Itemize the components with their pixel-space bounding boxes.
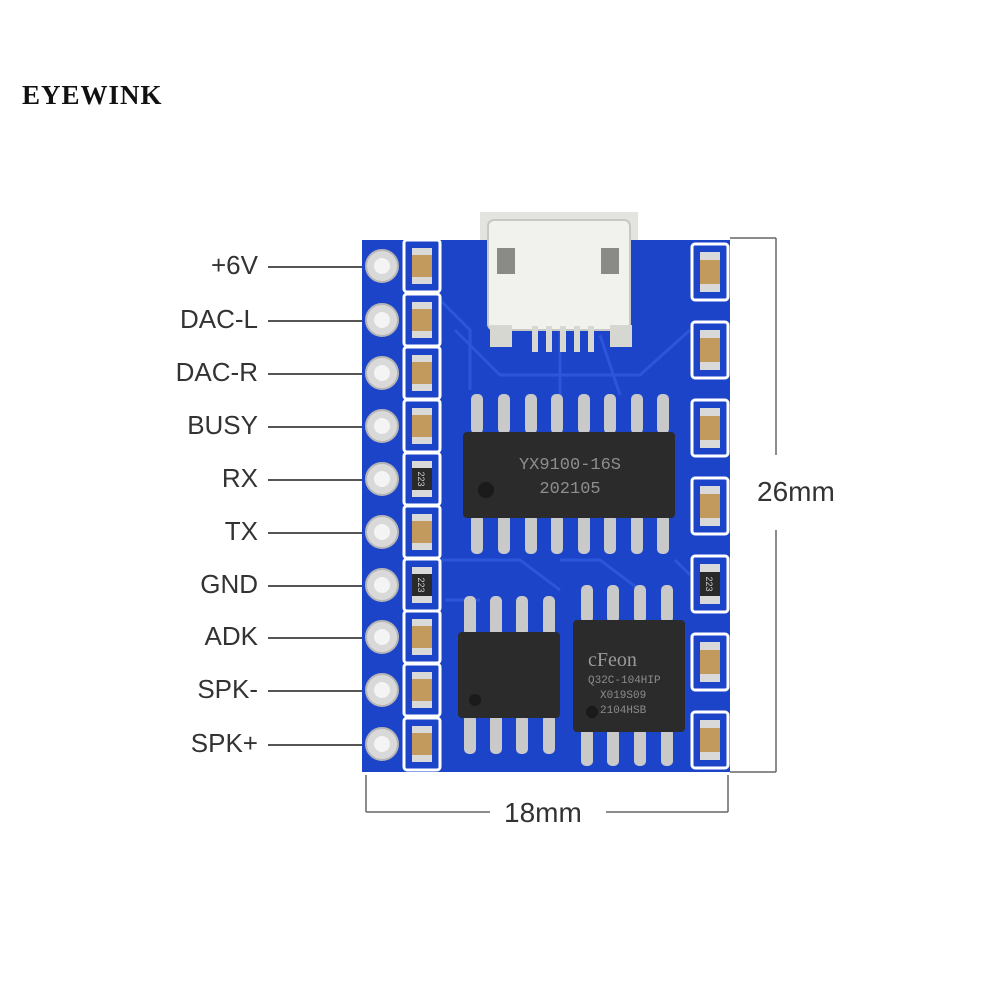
pin-label: +6V bbox=[211, 250, 258, 280]
solder-pad bbox=[690, 476, 730, 536]
chip-leg bbox=[607, 728, 619, 766]
pin-label: RX bbox=[221, 463, 258, 493]
chip-leg bbox=[516, 596, 528, 636]
solder-pad bbox=[690, 632, 730, 692]
pin-leader-line bbox=[268, 744, 372, 746]
pin-label: BUSY bbox=[187, 410, 258, 440]
smd-component bbox=[412, 355, 432, 391]
chip-leg bbox=[578, 514, 590, 554]
solder-pad bbox=[402, 238, 442, 294]
pin-leader-line bbox=[268, 690, 372, 692]
pin-leader-line bbox=[268, 637, 372, 639]
chip-leg bbox=[543, 714, 555, 754]
main-chip-yx9100: YX9100-16S 202105 bbox=[463, 394, 675, 554]
solder-pad bbox=[402, 716, 442, 772]
main-chip-line1: YX9100-16S bbox=[519, 456, 621, 475]
pin-label: GND bbox=[200, 569, 258, 599]
chip-leg bbox=[490, 714, 502, 754]
pin-label: SPK+ bbox=[190, 728, 258, 758]
smd-component bbox=[412, 302, 432, 338]
pin-label: SPK- bbox=[197, 674, 258, 704]
main-chip-line2: 202105 bbox=[539, 480, 600, 499]
resistor-code: 223 bbox=[416, 577, 426, 592]
chip-leg bbox=[631, 514, 643, 554]
chip-leg bbox=[525, 394, 537, 434]
chip-leg bbox=[551, 394, 563, 434]
chip-leg bbox=[607, 585, 619, 623]
amplifier-chip bbox=[458, 596, 560, 754]
pin-leader-line bbox=[268, 266, 372, 268]
width-dimension-label: 18mm bbox=[504, 797, 582, 828]
height-dimension-label: 26mm bbox=[757, 476, 835, 507]
chip-leg bbox=[471, 394, 483, 434]
smd-component bbox=[412, 514, 432, 550]
flash-chip-line2: Q32C-104HIP bbox=[588, 675, 661, 687]
smd-component bbox=[700, 252, 720, 292]
solder-pad bbox=[690, 242, 730, 302]
chip-leg bbox=[604, 394, 616, 434]
smd-component bbox=[700, 408, 720, 448]
flash-chip-cfeon: cFeon Q32C-104HIP X019S09 2104HSB bbox=[573, 585, 685, 766]
chip-leg bbox=[490, 596, 502, 636]
solder-pad bbox=[402, 662, 442, 718]
smd-component bbox=[700, 642, 720, 682]
solder-pad bbox=[690, 398, 730, 458]
pin-leader-line bbox=[268, 320, 372, 322]
smd-component bbox=[700, 720, 720, 760]
chip-leg bbox=[464, 596, 476, 636]
pin-label: DAC-R bbox=[175, 357, 258, 387]
smd-component bbox=[412, 726, 432, 762]
chip-leg bbox=[634, 728, 646, 766]
resistor-code: 223 bbox=[704, 576, 714, 591]
smd-component bbox=[700, 330, 720, 370]
pin-label: DAC-L bbox=[179, 304, 258, 334]
pin-leader-line bbox=[268, 532, 372, 534]
chip-leg bbox=[525, 514, 537, 554]
pin-leader-line bbox=[268, 479, 372, 481]
chip-leg bbox=[581, 585, 593, 623]
pin-leader-line bbox=[268, 373, 372, 375]
chip-leg bbox=[498, 394, 510, 434]
chip-leg bbox=[661, 585, 673, 623]
smd-component bbox=[412, 567, 432, 603]
height-dimension-line bbox=[730, 237, 777, 773]
smd-component bbox=[412, 461, 432, 497]
pin-label: TX bbox=[224, 516, 258, 546]
chip-leg bbox=[631, 394, 643, 434]
chip-leg bbox=[516, 714, 528, 754]
solder-pad bbox=[690, 554, 730, 614]
pin-leader-line bbox=[268, 585, 372, 587]
flash-chip-line1: cFeon bbox=[588, 649, 637, 671]
chip-leg bbox=[578, 394, 590, 434]
chip-leg bbox=[464, 714, 476, 754]
smd-component bbox=[700, 486, 720, 526]
chip-leg bbox=[604, 514, 616, 554]
brand-logo: EYEWINK bbox=[22, 80, 163, 110]
smd-component bbox=[412, 672, 432, 708]
pin-leader-line bbox=[268, 426, 372, 428]
smd-component bbox=[700, 564, 720, 604]
chip-leg bbox=[551, 514, 563, 554]
pin-label: ADK bbox=[204, 621, 258, 651]
chip-leg bbox=[657, 514, 669, 554]
chip-leg bbox=[498, 514, 510, 554]
flash-chip-line4: 2104HSB bbox=[600, 705, 647, 717]
chip-leg bbox=[471, 514, 483, 554]
chip-leg bbox=[581, 728, 593, 766]
chip-leg bbox=[661, 728, 673, 766]
micro-usb-connector bbox=[480, 212, 638, 352]
smd-component bbox=[412, 248, 432, 284]
solder-pad bbox=[690, 320, 730, 380]
chip-leg bbox=[634, 585, 646, 623]
chip-leg bbox=[657, 394, 669, 434]
flash-chip-line3: X019S09 bbox=[600, 690, 646, 702]
width-dimension-line bbox=[365, 775, 729, 813]
chip-leg bbox=[543, 596, 555, 636]
smd-component bbox=[412, 408, 432, 444]
smd-component bbox=[412, 619, 432, 655]
solder-pad bbox=[690, 710, 730, 770]
resistor-code: 223 bbox=[416, 471, 426, 486]
